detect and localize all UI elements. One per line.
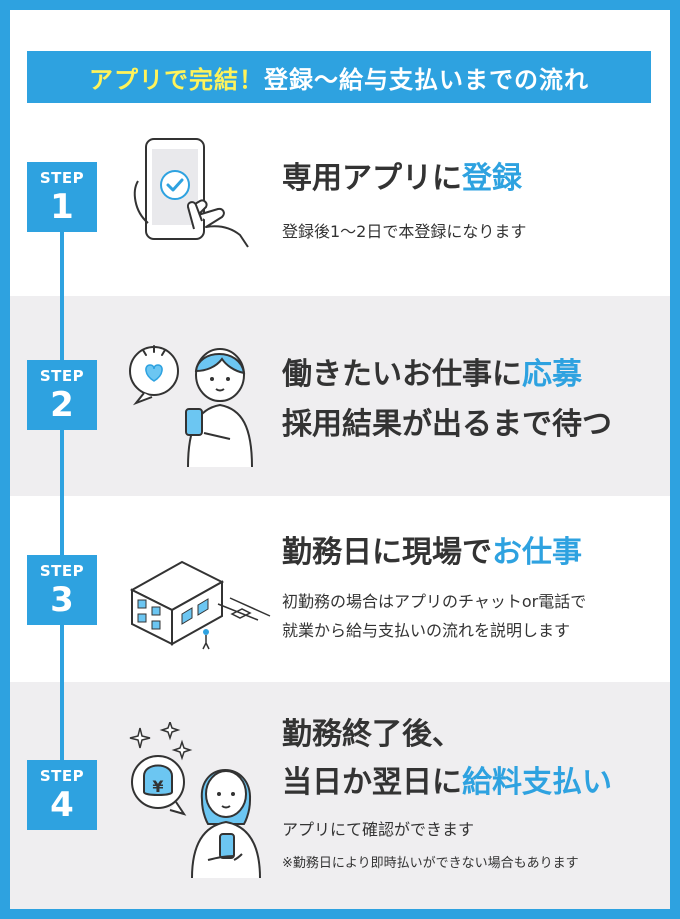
step-number: 4 (50, 784, 74, 825)
title-text: 働きたいお仕事に (282, 357, 522, 392)
woman-with-wallet-icon: ¥ (129, 722, 261, 879)
title-highlight: 応募 (522, 357, 582, 392)
flow-infographic: アプリで完結！登録～給与支払いまでの流れ STEP 1 STEP 2 STEP … (10, 10, 670, 909)
step-number: 3 (50, 579, 74, 620)
step-3-badge: STEP 3 (27, 555, 97, 625)
step-3-description-line2: 就業から給与支払いの流れを説明します (282, 621, 571, 640)
step-4-section (10, 682, 670, 909)
step-3-description-line1: 初勤務の場合はアプリのチャットor電話で (282, 592, 587, 611)
step-number: 2 (50, 384, 74, 425)
timeline-line (60, 170, 64, 790)
step-2-title-line1: 働きたいお仕事に応募 (282, 352, 582, 397)
title-text: 当日か翌日に (282, 765, 462, 800)
step-number: 1 (50, 186, 74, 227)
header-banner: アプリで完結！登録～給与支払いまでの流れ (27, 51, 651, 103)
title-text: 専用アプリに (282, 161, 462, 196)
step-label: STEP (39, 366, 85, 385)
person-with-phone-icon (129, 345, 253, 468)
step-2-title-line2: 採用結果が出るまで待つ (282, 407, 612, 442)
step-4-title-line2: 当日か翌日に給料支払い (282, 760, 612, 805)
step-1-title: 専用アプリに登録 (282, 156, 522, 201)
step-1-section (10, 113, 670, 296)
smartphone-tap-icon (133, 138, 249, 248)
workplace-building-icon (129, 560, 271, 650)
step-4-note: ※勤務日により即時払いができない場合もあります (282, 856, 579, 871)
step-1-description: 登録後1〜2日で本登録になります (282, 222, 527, 241)
title-highlight: 給料支払い (462, 765, 612, 800)
banner-title: 登録～給与支払いまでの流れ (264, 65, 589, 94)
title-text: 勤務日に現場で (282, 535, 492, 570)
banner-accent-text: アプリで完結！ (89, 65, 264, 94)
title-highlight: お仕事 (492, 535, 582, 570)
step-4-title-line1: 勤務終了後、 (282, 717, 462, 752)
svg-text:¥: ¥ (152, 777, 163, 796)
title-highlight: 登録 (462, 161, 522, 196)
step-2-section (10, 296, 670, 496)
step-3-title: 勤務日に現場でお仕事 (282, 530, 582, 575)
step-label: STEP (39, 561, 85, 580)
step-1-badge: STEP 1 (27, 162, 97, 232)
step-2-badge: STEP 2 (27, 360, 97, 430)
step-4-description: アプリにて確認ができます (282, 820, 475, 839)
step-3-section (10, 496, 670, 682)
step-4-badge: STEP 4 (27, 760, 97, 830)
step-label: STEP (39, 766, 85, 785)
step-label: STEP (39, 168, 85, 187)
